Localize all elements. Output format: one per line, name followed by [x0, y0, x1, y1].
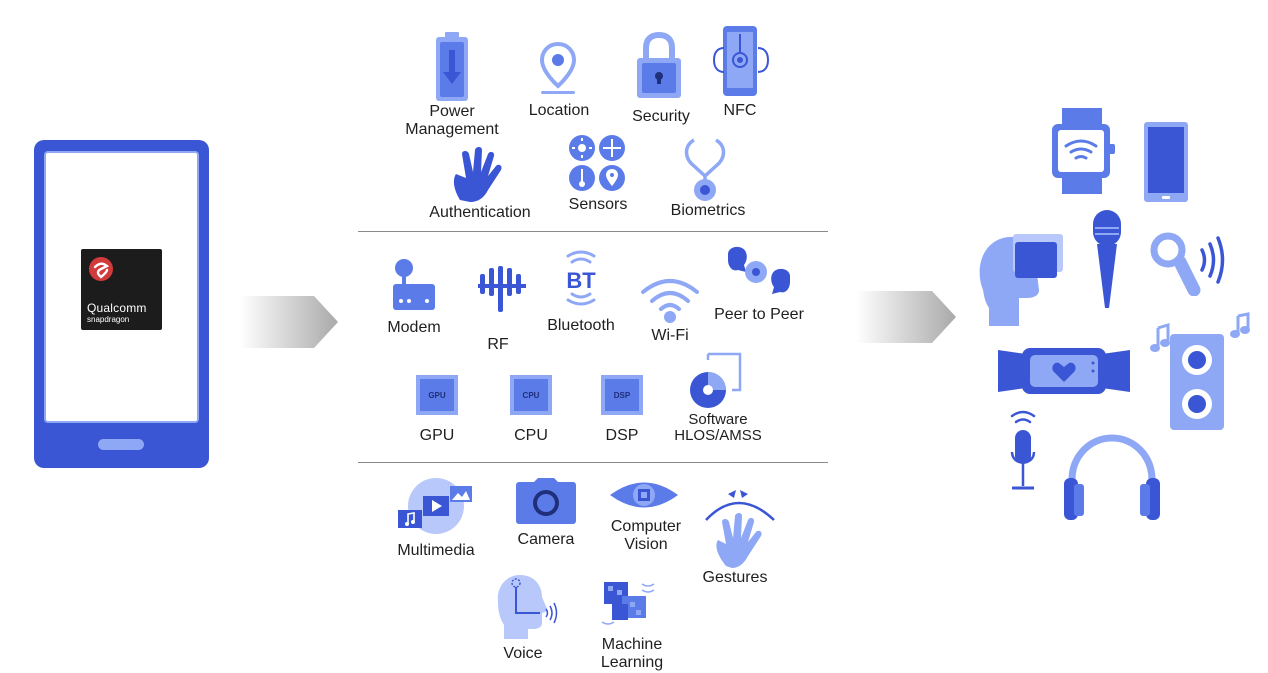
headphones-icon: [1062, 432, 1162, 522]
smartwatch-icon: [1052, 108, 1116, 194]
section-divider-top: [358, 231, 828, 232]
security-label: Security: [632, 108, 690, 125]
gesture-hand-icon: [702, 490, 778, 570]
chip-brand-text: Qualcomm: [87, 301, 147, 315]
cpu-badge-text: CPU: [523, 391, 540, 400]
snapdragon-chip: Qualcomm snapdragon: [81, 249, 162, 330]
location-pin-icon: [539, 42, 577, 96]
battery-icon: [436, 32, 468, 102]
dsp-label: DSP: [605, 427, 639, 444]
hand-icon: [448, 146, 504, 204]
stethoscope-icon: [682, 136, 728, 202]
software-label: Software HLOS/AMSS: [674, 411, 762, 444]
sensors-grid-icon: [568, 134, 626, 192]
vr-headset-icon: [975, 230, 1067, 328]
dsp-chip-icon: DSP: [600, 374, 644, 416]
bluetooth-icon: BT: [556, 246, 606, 316]
bluetooth-badge-text: BT: [566, 268, 596, 293]
nfc-label: NFC: [723, 102, 757, 119]
software-disc-icon: [688, 352, 744, 410]
camera-label: Camera: [517, 531, 575, 548]
computer-vision-label: Computer Vision: [610, 518, 682, 553]
multimedia-label: Multimedia: [397, 542, 475, 559]
camera-icon: [516, 478, 576, 524]
wifi-label: Wi-Fi: [651, 327, 689, 344]
eye-chip-icon: [608, 478, 680, 512]
gestures-label: Gestures: [702, 569, 768, 586]
peer-to-peer-label: Peer to Peer: [714, 306, 804, 323]
speaker-icon: [1146, 312, 1252, 432]
flow-arrow-right: [856, 291, 958, 343]
fitness-band-icon: [996, 346, 1132, 396]
rf-antenna-icon: [476, 266, 528, 312]
machine-learning-label: Machine Learning: [600, 636, 664, 671]
cpu-chip-icon: CPU: [509, 374, 553, 416]
voice-mic-icon: [1006, 408, 1040, 492]
multimedia-icon: [396, 476, 474, 538]
peer-to-peer-icon: [724, 246, 794, 306]
dsp-badge-text: DSP: [614, 391, 631, 400]
authentication-label: Authentication: [429, 204, 531, 221]
power-management-label: Power Management: [405, 103, 499, 138]
gpu-label: GPU: [419, 427, 455, 444]
modem-label: Modem: [387, 319, 441, 336]
location-label: Location: [528, 102, 590, 119]
machine-learning-icon: [600, 578, 660, 628]
gpu-chip-icon: GPU: [415, 374, 459, 416]
padlock-icon: [636, 32, 682, 98]
snapdragon-logo-icon: [89, 257, 113, 281]
sensors-label: Sensors: [568, 196, 628, 213]
bluetooth-label: Bluetooth: [547, 317, 615, 334]
gpu-badge-text: GPU: [428, 391, 446, 400]
smart-ring-icon: [1150, 232, 1226, 296]
microphone-icon: [1091, 210, 1123, 312]
nfc-phone-icon: [712, 24, 770, 100]
chip-model-text: snapdragon: [87, 315, 130, 324]
tablet-icon: [1144, 122, 1188, 202]
biometrics-label: Biometrics: [670, 202, 746, 219]
voice-head-icon: [492, 573, 558, 641]
flow-arrow-left: [240, 296, 340, 348]
wifi-icon: [639, 276, 701, 324]
rf-label: RF: [487, 336, 509, 353]
section-divider-bottom: [358, 462, 828, 463]
voice-label: Voice: [503, 645, 543, 662]
modem-icon: [391, 256, 437, 312]
cpu-label: CPU: [514, 427, 548, 444]
